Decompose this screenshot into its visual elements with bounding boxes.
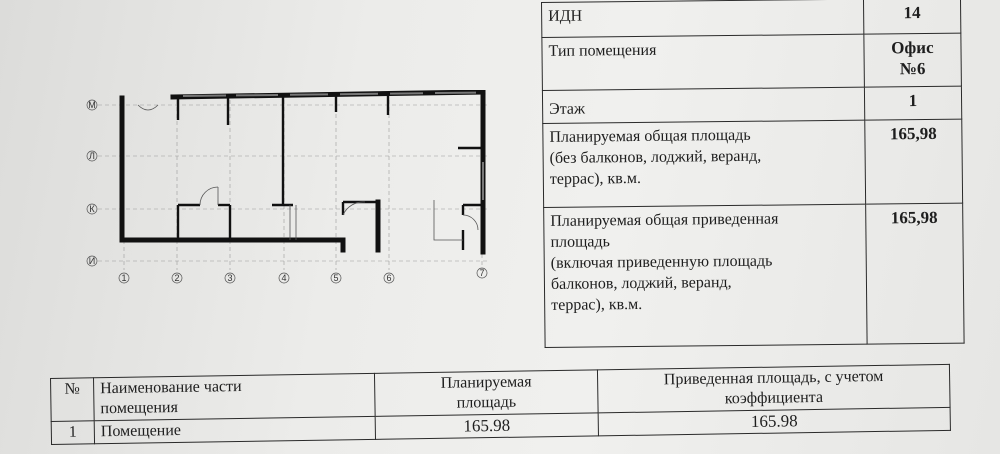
header-num: № [50,377,95,422]
info-label: Этаж [542,87,865,124]
header-area: Планируемая площадь [374,369,599,417]
info-row-reduced-area: Планируемая общая приведенная площадь (в… [543,203,965,348]
header-reduced-area: Приведенная площадь, с учетом коэффициен… [597,364,951,413]
axis-row-label: К [89,204,95,214]
axis-row-label: Л [89,151,95,161]
premises-info-table: ИДН 14 Тип помещения Офис №6 Этаж 1 План… [541,0,965,348]
info-row-floor: Этаж 1 [542,86,962,124]
info-value: 165,98 [865,203,965,345]
info-label: Планируемая общая площадь (без балконов,… [542,120,866,208]
premises-parts-table: № Наименование части помещения Планируем… [50,364,951,445]
info-value: Офис №6 [863,33,962,88]
info-label: Тип помещения [541,34,865,91]
row-num: 1 [51,420,95,445]
axis-column-label: 5 [333,273,338,283]
row-area: 165.98 [375,412,599,440]
row-reduced-area: 165.98 [598,407,951,436]
axis-row-label: И [89,256,95,266]
axis-column-label: 3 [227,273,232,283]
axis-column-label: 2 [174,273,179,283]
axis-column-label: 7 [479,268,484,278]
info-label: ИДН [541,0,864,38]
info-value: 14 [863,0,961,35]
row-name: Помещение [94,416,376,444]
header-name: Наименование части помещения [93,373,376,421]
axis-row-label: М [88,100,96,110]
axis-column-label: 1 [121,273,126,283]
floor-plan: М Л К И 1 2 3 4 5 6 7 [86,90,488,284]
info-label: Планируемая общая приведенная площадь (в… [543,204,867,348]
axis-column-label: 4 [281,273,286,283]
info-value: 165,98 [864,119,963,205]
info-row-idn: ИДН 14 [541,0,961,38]
info-row-type: Тип помещения Офис №6 [541,33,962,91]
axis-column-label: 6 [386,273,391,283]
info-row-total-area: Планируемая общая площадь (без балконов,… [542,119,963,208]
info-value: 1 [864,86,962,121]
